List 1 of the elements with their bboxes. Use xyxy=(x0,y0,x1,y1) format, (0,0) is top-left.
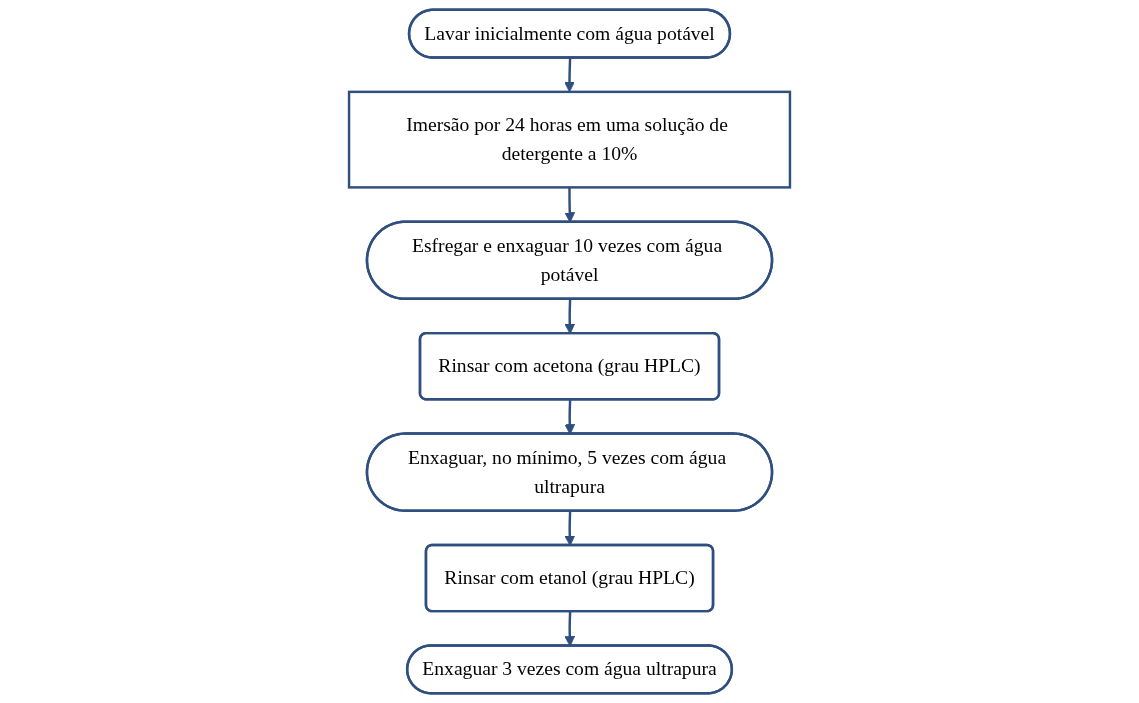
node-box: Imersão por 24 horas em uma solução de detergente a 10% xyxy=(347,90,792,189)
